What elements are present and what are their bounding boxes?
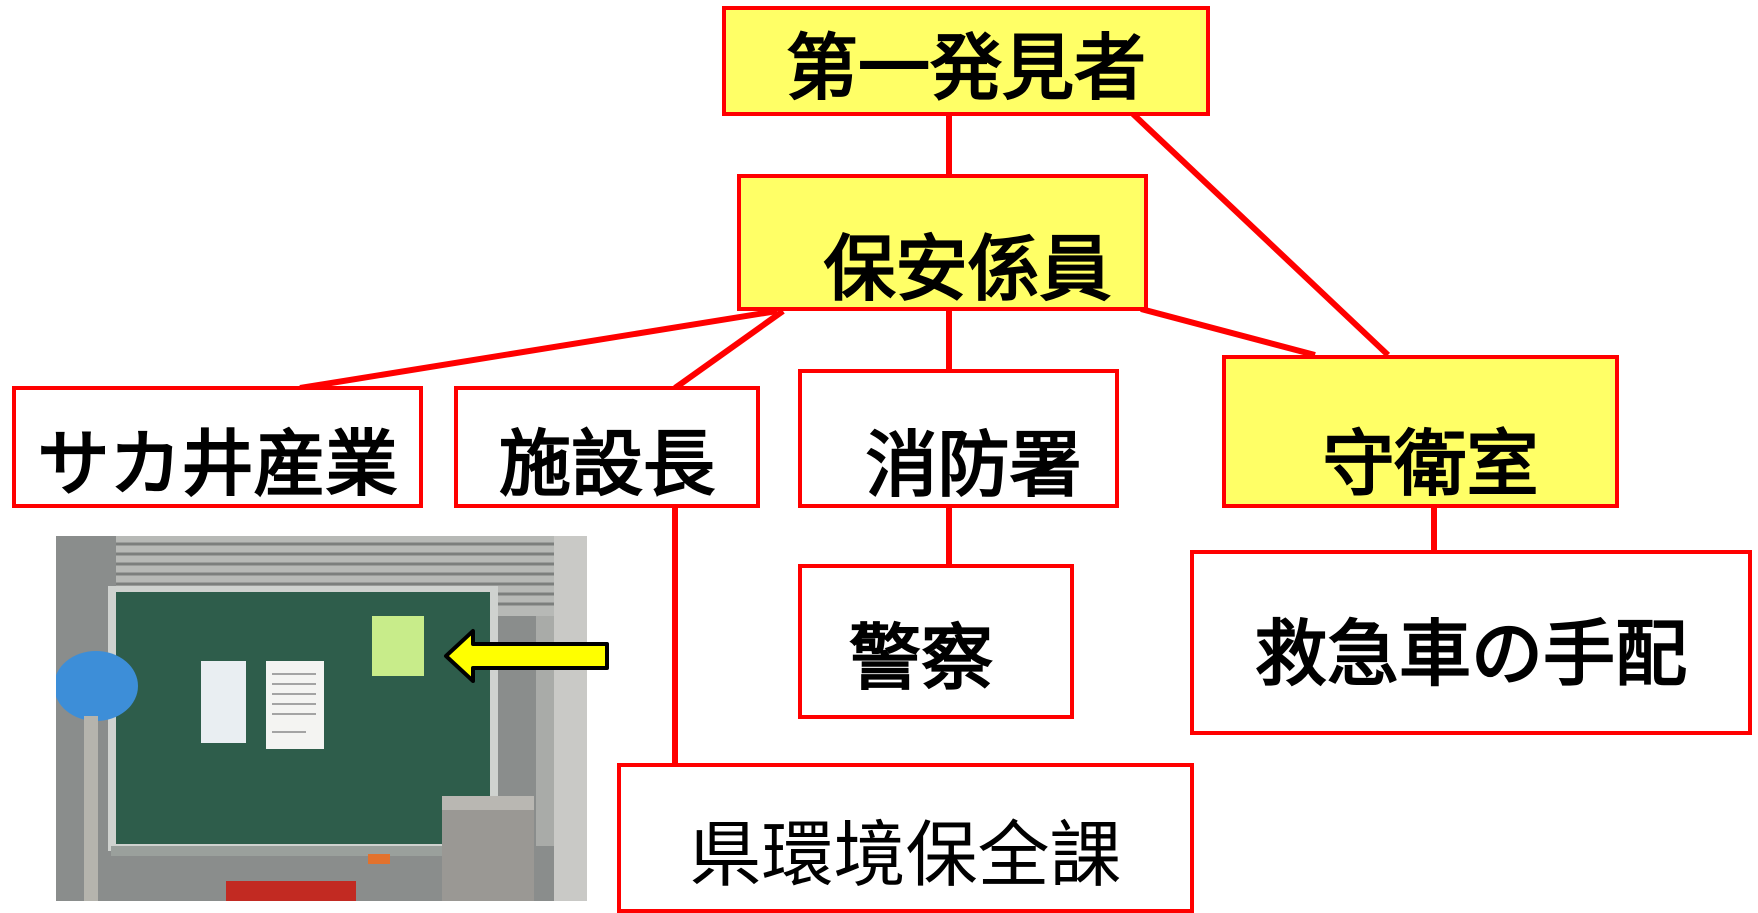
- line-security-sakai: [299, 308, 778, 391]
- node-police: 警察: [798, 564, 1074, 719]
- node-fire-station: 消防署: [798, 369, 1119, 508]
- line-security-facility: [673, 308, 785, 391]
- node-prefecture-env-label: 県環境保全課: [689, 812, 1122, 897]
- line-finder-guard: [1130, 111, 1391, 358]
- node-prefecture-env: 県環境保全課: [617, 763, 1194, 913]
- node-first-finder: 第一発見者: [722, 6, 1210, 116]
- node-facility-head-label: 施設長: [498, 421, 715, 506]
- node-sakai-industry: サカ井産業: [12, 386, 423, 508]
- node-first-finder-label: 第一発見者: [785, 25, 1146, 110]
- node-ambulance-label: 救急車の手配: [1254, 612, 1687, 696]
- node-security-staff: 保安係員: [737, 174, 1148, 311]
- node-fire-station-label: 消防署: [865, 423, 1082, 507]
- line-security-guard: [1140, 306, 1316, 358]
- bulletin-board-photo: [56, 536, 587, 901]
- node-ambulance: 救急車の手配: [1190, 550, 1752, 735]
- node-police-label: 警察: [848, 616, 993, 700]
- node-guard-room-label: 守衛室: [1322, 422, 1539, 506]
- node-facility-head: 施設長: [454, 386, 760, 508]
- node-sakai-industry-label: サカ井産業: [37, 421, 398, 506]
- node-security-staff-label: 保安係員: [823, 227, 1112, 311]
- yellow-arrow-icon: [444, 629, 609, 683]
- node-guard-room: 守衛室: [1222, 355, 1619, 508]
